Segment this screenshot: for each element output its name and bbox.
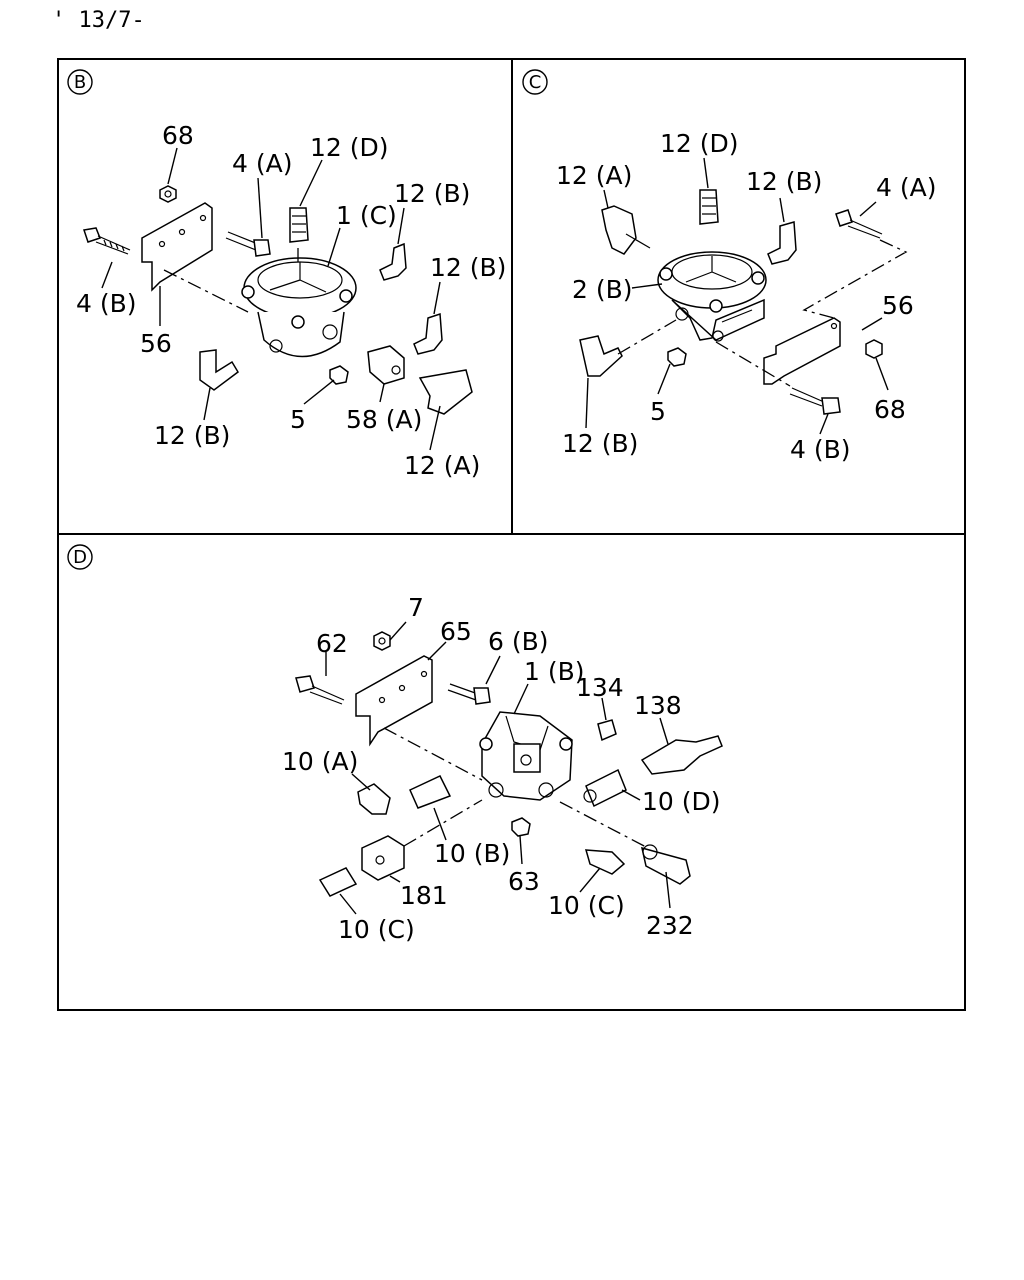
elbow-12b-lower (579, 335, 623, 377)
panel-d-marker-circle (67, 544, 93, 570)
label-12b-upper: 12 (B) (394, 179, 470, 208)
panel-c-marker-circle (522, 69, 548, 95)
elbow-12b-right (413, 312, 443, 355)
block-58a (367, 345, 405, 385)
label-232: 232 (646, 911, 694, 940)
elbow-10a (357, 783, 391, 815)
bracket-56 (141, 202, 213, 292)
panel-c-marker: C (529, 72, 542, 93)
label-7: 7 (408, 593, 424, 622)
nut-63 (511, 817, 531, 837)
label-65: 65 (440, 617, 472, 646)
fitting-10b (409, 775, 452, 809)
valve-2b-lower (671, 298, 765, 341)
label-5: 5 (650, 397, 666, 426)
panel-c: C (522, 69, 936, 464)
label-68: 68 (874, 395, 906, 424)
label-10c-left: 10 (C) (338, 915, 415, 944)
elbow-12b-upper (379, 242, 407, 281)
label-4b: 4 (B) (790, 435, 851, 464)
label-62: 62 (316, 629, 348, 658)
sensor-232 (640, 846, 691, 885)
label-12b-upper: 12 (B) (746, 167, 822, 196)
nut-7 (373, 631, 391, 651)
label-12b-lower: 12 (B) (154, 421, 230, 450)
label-134: 134 (576, 673, 624, 702)
nut-5 (329, 365, 349, 385)
bolt-4a (253, 239, 271, 257)
label-4a: 4 (A) (232, 149, 292, 178)
bolt-62 (295, 675, 315, 693)
label-10d: 10 (D) (642, 787, 721, 816)
label-68: 68 (162, 121, 194, 150)
label-12b-lower: 12 (B) (562, 429, 638, 458)
bolt-4a (835, 209, 853, 227)
elbow-12b-upper (767, 221, 797, 265)
label-6b: 6 (B) (488, 627, 549, 656)
fitting-10c-right (584, 849, 626, 875)
nut-5 (667, 347, 687, 367)
panel-d-marker: D (73, 547, 87, 568)
fitting-10c-left (318, 867, 358, 897)
valve-1c-lower (257, 311, 345, 358)
label-58a: 58 (A) (346, 405, 422, 434)
bolt-4b (83, 227, 101, 243)
tee-12a (418, 369, 473, 415)
sensor-138 (640, 735, 723, 775)
label-10c-right: 10 (C) (548, 891, 625, 920)
label-138: 138 (634, 691, 682, 720)
label-2b: 2 (B) (572, 275, 633, 304)
label-10a: 10 (A) (282, 747, 358, 776)
label-181: 181 (400, 881, 448, 910)
panel-b-marker: B (74, 72, 86, 93)
plug-134 (597, 719, 617, 742)
panel-d: D (67, 544, 723, 944)
label-56: 56 (882, 291, 914, 320)
fitting-12d (699, 189, 719, 225)
label-10b: 10 (B) (434, 839, 510, 868)
bracket-65 (355, 655, 433, 747)
panel-b-marker-circle (67, 69, 93, 95)
label-56: 56 (140, 329, 172, 358)
label-1c: 1 (C) (336, 201, 397, 230)
nut-68 (865, 339, 883, 359)
label-12b-right: 12 (B) (430, 253, 506, 282)
nut-68 (159, 185, 177, 203)
label-1b: 1 (B) (524, 657, 585, 686)
panel-b: B (67, 69, 506, 480)
bolt-4b (821, 397, 841, 415)
label-4a: 4 (A) (876, 173, 936, 202)
bracket-56 (763, 317, 841, 385)
label-5: 5 (290, 405, 306, 434)
bolt-6b (473, 687, 491, 705)
label-63: 63 (508, 867, 540, 896)
tee-12a (601, 205, 637, 255)
label-4b: 4 (B) (76, 289, 137, 318)
diagram-code: ' 13/7- (52, 8, 145, 33)
fitting-12d (289, 207, 309, 243)
label-12a: 12 (A) (556, 161, 632, 190)
tee-10d (585, 768, 627, 808)
label-12d: 12 (D) (660, 129, 739, 158)
label-12d: 12 (D) (310, 133, 389, 162)
elbow-12b-lower (199, 349, 239, 391)
label-12a: 12 (A) (404, 451, 480, 480)
